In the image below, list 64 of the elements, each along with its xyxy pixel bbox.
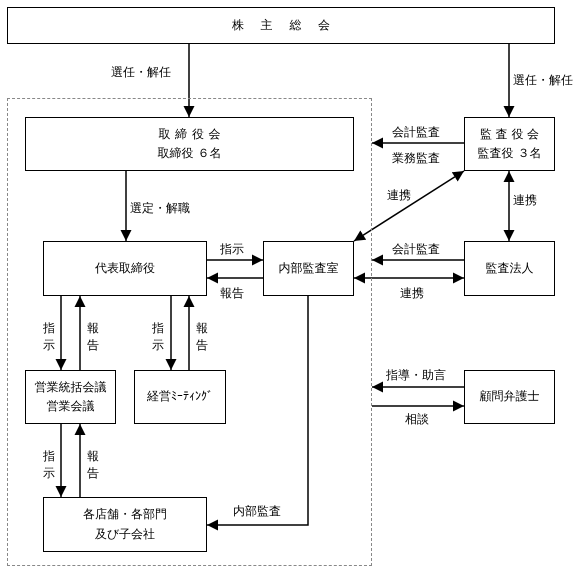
arrow xyxy=(74,296,86,370)
arrow xyxy=(354,272,464,284)
org-box xyxy=(43,497,207,552)
arrow xyxy=(504,44,514,117)
arrow xyxy=(372,400,464,412)
org-box xyxy=(464,117,555,171)
box-label: 営業会議 xyxy=(46,398,94,415)
box-label: 監査役 ３名 xyxy=(478,145,542,162)
edge-label: 連携 xyxy=(399,286,425,300)
org-box xyxy=(263,241,354,296)
box-label: 監査役会 xyxy=(480,126,542,143)
arrow xyxy=(372,254,464,266)
arrow xyxy=(184,296,194,370)
edge-label: 報告 xyxy=(86,448,100,482)
arrow xyxy=(166,296,176,370)
org-box xyxy=(25,117,354,171)
org-box xyxy=(7,7,555,44)
box-label: 株主総会 xyxy=(232,16,347,34)
dashed-group-frame xyxy=(7,98,372,566)
box-label: 監査法人 xyxy=(486,260,534,277)
box-label: 営業統括会議 xyxy=(34,378,106,396)
box-label: 内部監査室 xyxy=(278,260,338,277)
arrow xyxy=(120,171,132,241)
edge-label: 会計監査 xyxy=(391,242,441,256)
edge-label: 選定・解職 xyxy=(129,201,191,216)
arrow xyxy=(372,138,464,148)
org-box xyxy=(25,370,116,424)
box-label: 代表取締役 xyxy=(95,260,155,277)
note-text: 業務監査 xyxy=(391,151,441,166)
box-label: 経営ﾐｰﾃｨﾝｸﾞ xyxy=(147,388,213,406)
box-label: 顧問弁護士 xyxy=(480,388,540,406)
edge-label: 連携 xyxy=(386,188,412,202)
edge-label: 指示 xyxy=(42,448,56,482)
arrow xyxy=(354,170,464,242)
org-box xyxy=(134,370,226,424)
arrow xyxy=(56,296,66,370)
arrow xyxy=(504,171,514,241)
arrow xyxy=(74,424,86,497)
arrow xyxy=(207,296,309,530)
edge-label: 内部監査 xyxy=(232,504,282,518)
arrow xyxy=(56,424,66,497)
arrow xyxy=(372,382,464,392)
arrow xyxy=(184,44,194,117)
edge-label: 選任・解任 xyxy=(110,65,172,80)
edge-label: 報告 xyxy=(195,320,209,354)
edge-label: 指示 xyxy=(219,242,245,256)
edge-label: 指導・助言 xyxy=(385,368,447,382)
edge-label: 連携 xyxy=(512,193,538,208)
arrow xyxy=(207,254,263,266)
box-label: 取締役会 xyxy=(158,126,226,143)
edge-label: 相談 xyxy=(404,412,430,426)
edge-label: 報告 xyxy=(86,320,100,354)
edge-label: 指示 xyxy=(151,320,165,354)
org-box xyxy=(43,241,207,296)
edge-label: 指示 xyxy=(42,320,56,354)
org-box xyxy=(464,370,555,424)
box-label: 取締役 ６名 xyxy=(158,145,222,162)
edge-label: 会計監査 xyxy=(391,125,441,140)
edge-label: 選任・解任 xyxy=(512,73,573,88)
arrow xyxy=(207,272,263,284)
box-label: 各店舗・各部門 xyxy=(83,506,167,524)
box-label: 及び子会社 xyxy=(95,526,155,542)
edge-label: 報告 xyxy=(219,286,245,300)
org-box xyxy=(464,241,555,296)
